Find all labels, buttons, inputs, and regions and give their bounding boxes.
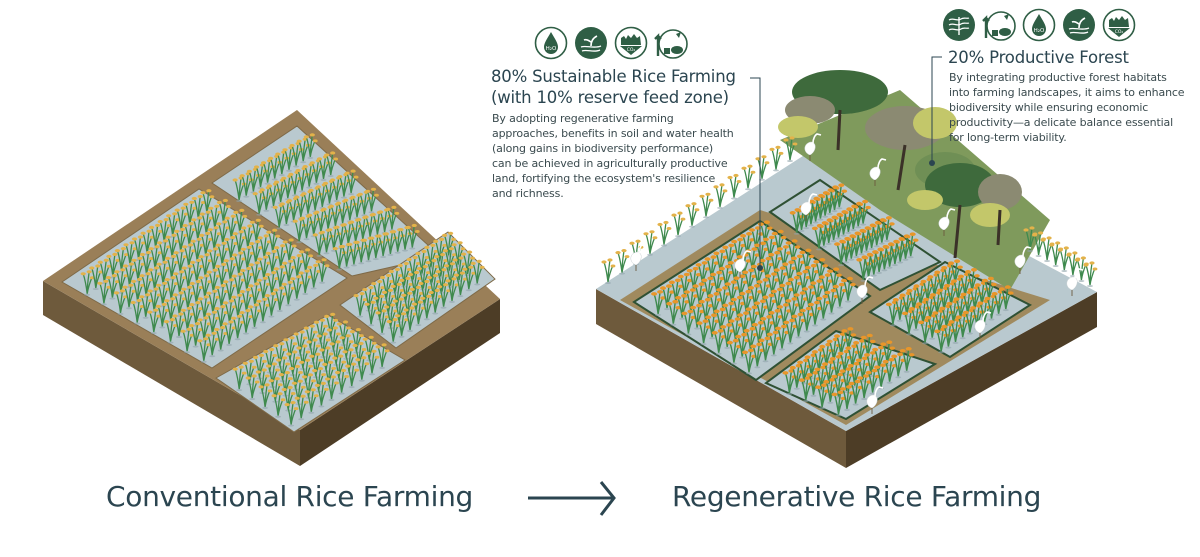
rice-farming-leader-line	[750, 77, 761, 268]
tree-canopy	[778, 116, 818, 138]
biodiversity-increase-icon	[982, 11, 1016, 41]
reserve-zone-plant	[754, 154, 771, 182]
biodiversity-increase-icon	[654, 29, 688, 59]
conventional-caption: Conventional Rice Farming	[106, 480, 473, 513]
description-line: biodiversity while ensuring economic	[949, 101, 1149, 114]
water-h2o-icon: H₂O	[534, 26, 568, 60]
regenerative-forest-floor	[780, 90, 1050, 290]
description-line: can be achieved in agriculturally produc…	[492, 157, 728, 170]
conventional-farm-block	[43, 110, 500, 466]
regenerative-paddy-large	[632, 219, 872, 382]
reserve-zone-plant	[698, 192, 715, 219]
description-line: into farming landscapes, it aims to enha…	[949, 86, 1185, 99]
forest-leader-dot	[929, 160, 935, 166]
tree-canopy	[970, 203, 1010, 227]
conventional-soil-side-right	[300, 299, 500, 466]
description-line: land, fortifying the ecosystem's resilie…	[492, 172, 716, 185]
reserve-zone-plant	[712, 182, 729, 210]
description-line: and richness.	[492, 187, 564, 200]
tree-canopy	[978, 174, 1022, 210]
right-arrow-icon	[528, 481, 616, 516]
water-h2o-icon: H₂O	[1022, 8, 1056, 42]
rice-farming-leader-dot	[757, 265, 763, 271]
carbon-co2-icon: CO₂	[1102, 8, 1136, 42]
regenerative-soil-side-left	[596, 289, 846, 468]
description-line: approaches, benefits in soil and water h…	[492, 127, 734, 140]
regenerative-soil-side-right	[846, 292, 1097, 468]
regenerative-caption: Regenerative Rice Farming	[672, 480, 1042, 513]
forest-leader-line	[931, 56, 942, 163]
tree-canopy	[907, 190, 943, 210]
svg-text:H₂O: H₂O	[546, 46, 557, 52]
soil-sprout-icon	[575, 27, 607, 59]
reserve-zone-plant	[684, 201, 701, 229]
carbon-co2-icon: CO₂	[614, 26, 648, 60]
description-line: By integrating productive forest habitat…	[949, 71, 1167, 84]
reserve-zone-plant	[768, 145, 785, 173]
svg-text:CO₂: CO₂	[1115, 29, 1124, 35]
regenerative-farm-block	[596, 70, 1099, 468]
productive-forest	[778, 70, 1022, 259]
description-line: By adopting regenerative farming	[492, 112, 674, 125]
air-forest-icon	[943, 9, 975, 41]
description-line: for long-term viability.	[949, 131, 1067, 144]
tree-canopy	[925, 163, 995, 207]
conventional-soil-side-left	[43, 281, 300, 466]
description-line: productivity—a delicate balance essentia…	[949, 116, 1174, 129]
svg-text:H₂O: H₂O	[1034, 28, 1045, 34]
forest-title: 20% Productive Forest	[948, 48, 1129, 67]
reserve-zone-plant	[740, 163, 757, 191]
rice-farming-benefit-icons: H₂O CO₂	[534, 26, 688, 60]
reserve-zone-plant	[726, 173, 743, 201]
description-line: (along gains in biodiversity performance…	[492, 142, 714, 155]
reserve-zone-plant	[1082, 260, 1099, 288]
tree-trunk	[836, 109, 1002, 259]
soil-sprout-icon	[1063, 9, 1095, 41]
svg-text:CO₂: CO₂	[627, 47, 636, 53]
rice-farming-title-line2: (with 10% reserve feed zone)	[491, 88, 729, 107]
tree-canopy	[913, 107, 957, 139]
forest-benefit-icons: H₂O CO₂	[942, 8, 1136, 42]
rice-farming-title-line1: 80% Sustainable Rice Farming	[491, 67, 736, 86]
